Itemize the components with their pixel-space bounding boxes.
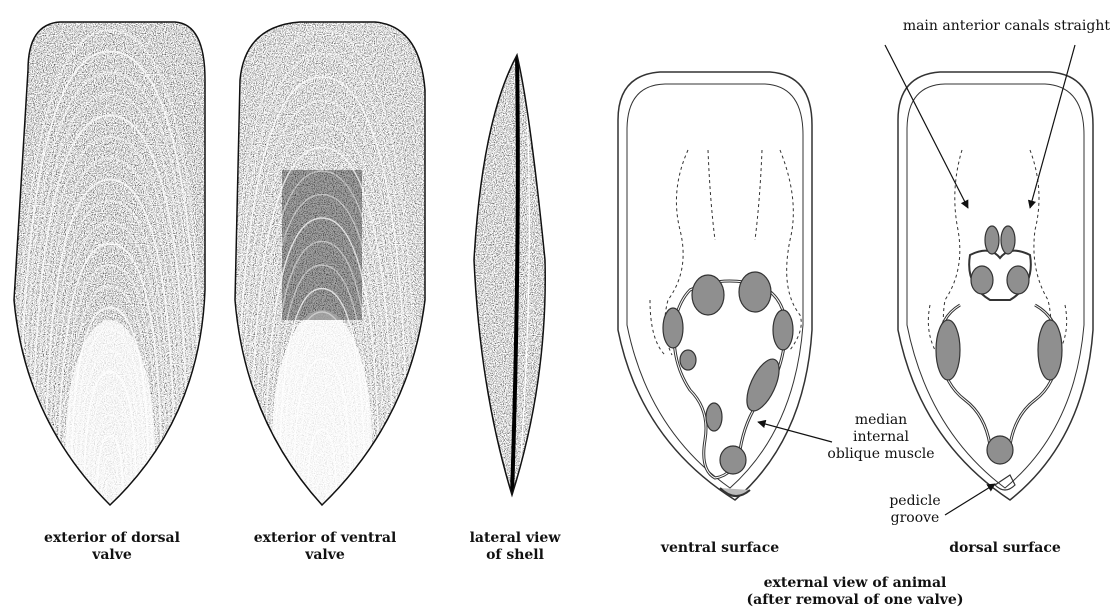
muscle-arrow <box>758 422 832 442</box>
caption-dorsal-surface: dorsal surface <box>925 540 1085 557</box>
canal-arrow-right <box>1030 45 1075 208</box>
annotation-pedicle-groove: pedicle groove <box>880 493 950 527</box>
caption-dorsal-valve: exterior of dorsal valve <box>22 530 202 564</box>
pedicle-arrow <box>945 484 995 515</box>
caption-lateral-view: lateral view of shell <box>445 530 585 564</box>
caption-ventral-valve: exterior of ventral valve <box>235 530 415 564</box>
caption-external-view: external view of animal (after removal o… <box>720 575 990 609</box>
annotation-main-anterior-canals: main anterior canals straight <box>885 18 1110 35</box>
caption-ventral-surface: ventral surface <box>640 540 800 557</box>
ventral-valve-illustration <box>227 20 430 570</box>
annotation-median-muscle: median internal oblique muscle <box>822 412 940 463</box>
lateral-view-illustration <box>470 50 550 500</box>
ventral-surface-diagram <box>618 72 812 500</box>
dorsal-valve-illustration <box>10 20 210 580</box>
